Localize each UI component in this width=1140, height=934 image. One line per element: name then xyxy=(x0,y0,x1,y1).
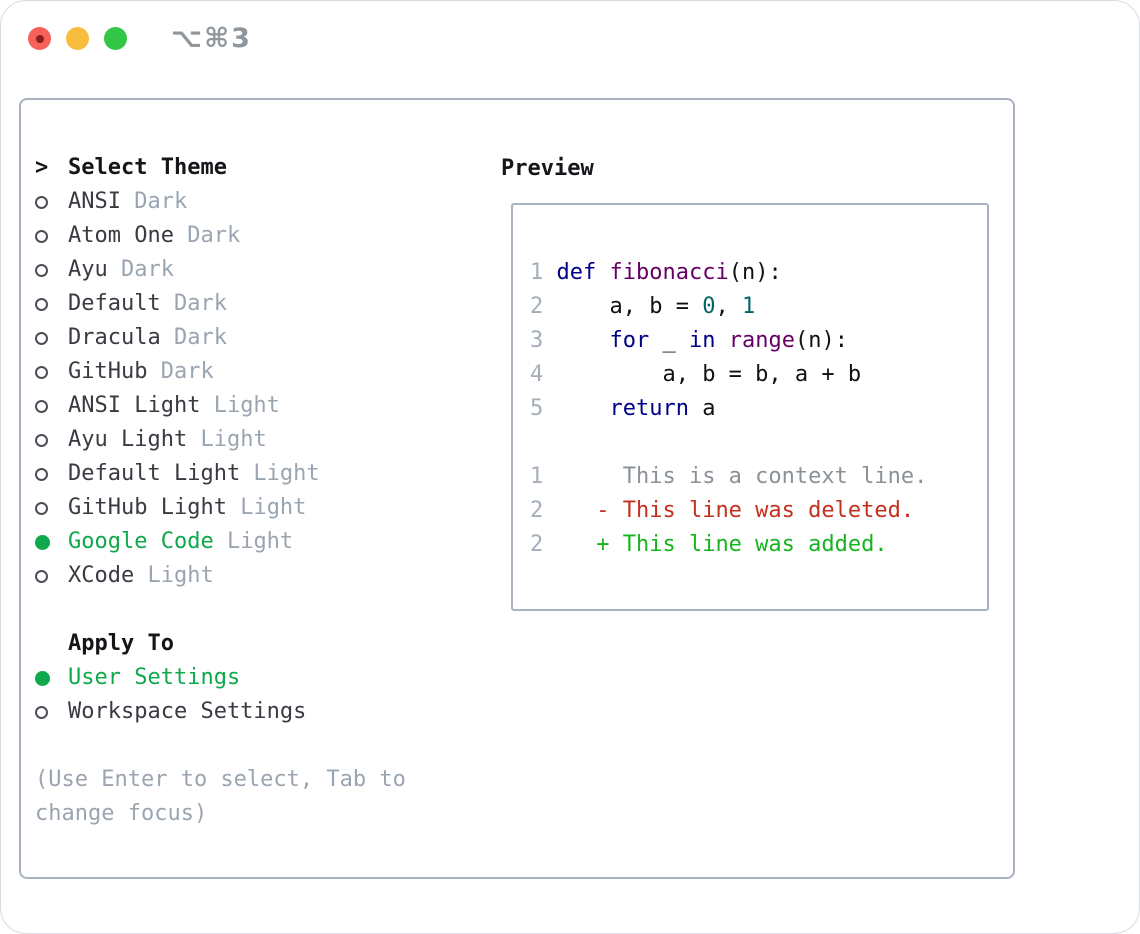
apply-option-label: Workspace Settings xyxy=(68,699,307,724)
theme-option-label: Default Dark xyxy=(68,287,227,321)
radio-icon xyxy=(35,331,48,345)
theme-name: ANSI Light xyxy=(68,393,201,418)
theme-variant: Dark xyxy=(160,291,227,316)
close-button[interactable] xyxy=(28,27,51,50)
theme-option-label: Google Code Light xyxy=(68,525,293,559)
radio-icon xyxy=(35,365,48,379)
radio-selected-icon xyxy=(35,534,50,550)
theme-name: Ayu xyxy=(68,257,108,282)
theme-option-ansi-dark[interactable]: ANSI Dark xyxy=(35,185,485,219)
theme-name: Atom One xyxy=(68,223,174,248)
theme-name: GitHub xyxy=(68,359,148,384)
theme-option-ayu-dark[interactable]: Ayu Dark xyxy=(35,253,485,287)
theme-option-label: XCode Light xyxy=(68,559,214,593)
theme-option-label: ANSI Dark xyxy=(68,185,187,219)
radio-icon xyxy=(35,569,48,583)
theme-option-atom-one-dark[interactable]: Atom One Dark xyxy=(35,219,485,253)
radio-icon xyxy=(35,705,48,719)
theme-option-google-code-light[interactable]: Google Code Light xyxy=(35,525,485,559)
theme-variant: Light xyxy=(200,393,280,418)
theme-list-title: Select Theme xyxy=(68,155,227,180)
theme-name: XCode xyxy=(68,563,135,588)
theme-option-label: GitHub Dark xyxy=(68,355,214,389)
code-line: 5 return a xyxy=(530,396,716,421)
selection-cursor-icon: > xyxy=(35,155,49,180)
window-title: ⌥⌘3 xyxy=(171,23,252,54)
theme-option-dracula-dark[interactable]: Dracula Dark xyxy=(35,321,485,355)
theme-variant: Light xyxy=(226,495,307,520)
theme-name: GitHub Light xyxy=(68,495,227,520)
theme-variant: Dark xyxy=(147,359,214,384)
apply-option-workspace-settings[interactable]: Workspace Settings xyxy=(35,695,485,729)
apply-option-label: User Settings xyxy=(68,665,241,690)
theme-name: Default Light xyxy=(68,461,241,486)
apply-to-title: Apply To xyxy=(68,631,174,656)
spacer-row xyxy=(35,729,485,763)
theme-option-github-dark[interactable]: GitHub Dark xyxy=(35,355,485,389)
theme-name: Google Code xyxy=(68,529,214,554)
help-text-line: change focus) xyxy=(35,801,208,826)
zoom-button[interactable] xyxy=(104,27,127,50)
theme-variant: Dark xyxy=(120,189,188,214)
theme-option-label: Default Light Light xyxy=(68,457,320,491)
blank-line xyxy=(530,222,987,256)
theme-option-github-light-light[interactable]: GitHub Light Light xyxy=(35,491,485,525)
radio-icon xyxy=(35,263,48,277)
theme-variant: Light xyxy=(240,461,320,486)
radio-icon xyxy=(35,399,48,413)
code-preview: 1 def fibonacci(n): 2 a, b = 0, 1 3 for _ … xyxy=(530,222,987,562)
theme-option-default-light-light[interactable]: Default Light Light xyxy=(35,457,485,491)
theme-option-label: Atom One Dark xyxy=(68,219,240,253)
theme-option-label: ANSI Light Light xyxy=(68,389,280,423)
theme-option-xcode-light[interactable]: XCode Light xyxy=(35,559,485,593)
titlebar: ⌥⌘3 xyxy=(1,1,1139,76)
code-line: 4 a, b = b, a + b xyxy=(530,362,862,387)
radio-icon xyxy=(35,501,48,515)
radio-selected-icon xyxy=(35,670,50,686)
radio-icon xyxy=(35,229,48,243)
theme-name: ANSI xyxy=(68,189,121,214)
code-line: 2 a, b = 0, 1 xyxy=(530,294,756,319)
apply-option-user-settings[interactable]: User Settings xyxy=(35,661,485,695)
code-line: 3 for _ in range(n): xyxy=(530,328,848,353)
blank-line xyxy=(530,426,987,460)
theme-option-label: Ayu Dark xyxy=(68,253,174,287)
theme-variant: Light xyxy=(213,529,294,554)
diff-line: 2 - This line was deleted. xyxy=(530,498,915,523)
diff-line: 2 + This line was added. xyxy=(530,532,888,557)
theme-option-default-dark[interactable]: Default Dark xyxy=(35,287,485,321)
theme-variant: Dark xyxy=(160,325,227,350)
theme-variant: Dark xyxy=(173,223,241,248)
radio-icon xyxy=(35,195,48,209)
theme-list-header: > Select Theme xyxy=(35,151,485,185)
code-line: 1 def fibonacci(n): xyxy=(530,260,782,285)
radio-icon xyxy=(35,433,48,447)
help-text-line: (Use Enter to select, Tab to xyxy=(35,767,406,792)
radio-icon xyxy=(35,297,48,311)
minimize-button[interactable] xyxy=(66,27,89,50)
theme-option-label: Ayu Light Light xyxy=(68,423,267,457)
theme-name: Default xyxy=(68,291,161,316)
theme-variant: Light xyxy=(187,427,267,452)
theme-variant: Dark xyxy=(107,257,174,282)
preview-pane: 1 def fibonacci(n): 2 a, b = 0, 1 3 for _ … xyxy=(511,203,989,611)
theme-option-ansi-light-light[interactable]: ANSI Light Light xyxy=(35,389,485,423)
preview-heading: Preview xyxy=(501,155,594,181)
spacer-row xyxy=(35,593,485,627)
theme-name: Ayu Light xyxy=(68,427,188,452)
diff-line: 1 This is a context line. xyxy=(530,464,928,489)
radio-icon xyxy=(35,467,48,481)
theme-name: Dracula xyxy=(68,325,161,350)
theme-variant: Light xyxy=(134,563,214,588)
theme-option-label: GitHub Light Light xyxy=(68,491,306,525)
apply-to-header: Apply To xyxy=(35,627,485,661)
theme-option-ayu-light-light[interactable]: Ayu Light Light xyxy=(35,423,485,457)
theme-option-label: Dracula Dark xyxy=(68,321,227,355)
traffic-lights xyxy=(28,27,127,50)
